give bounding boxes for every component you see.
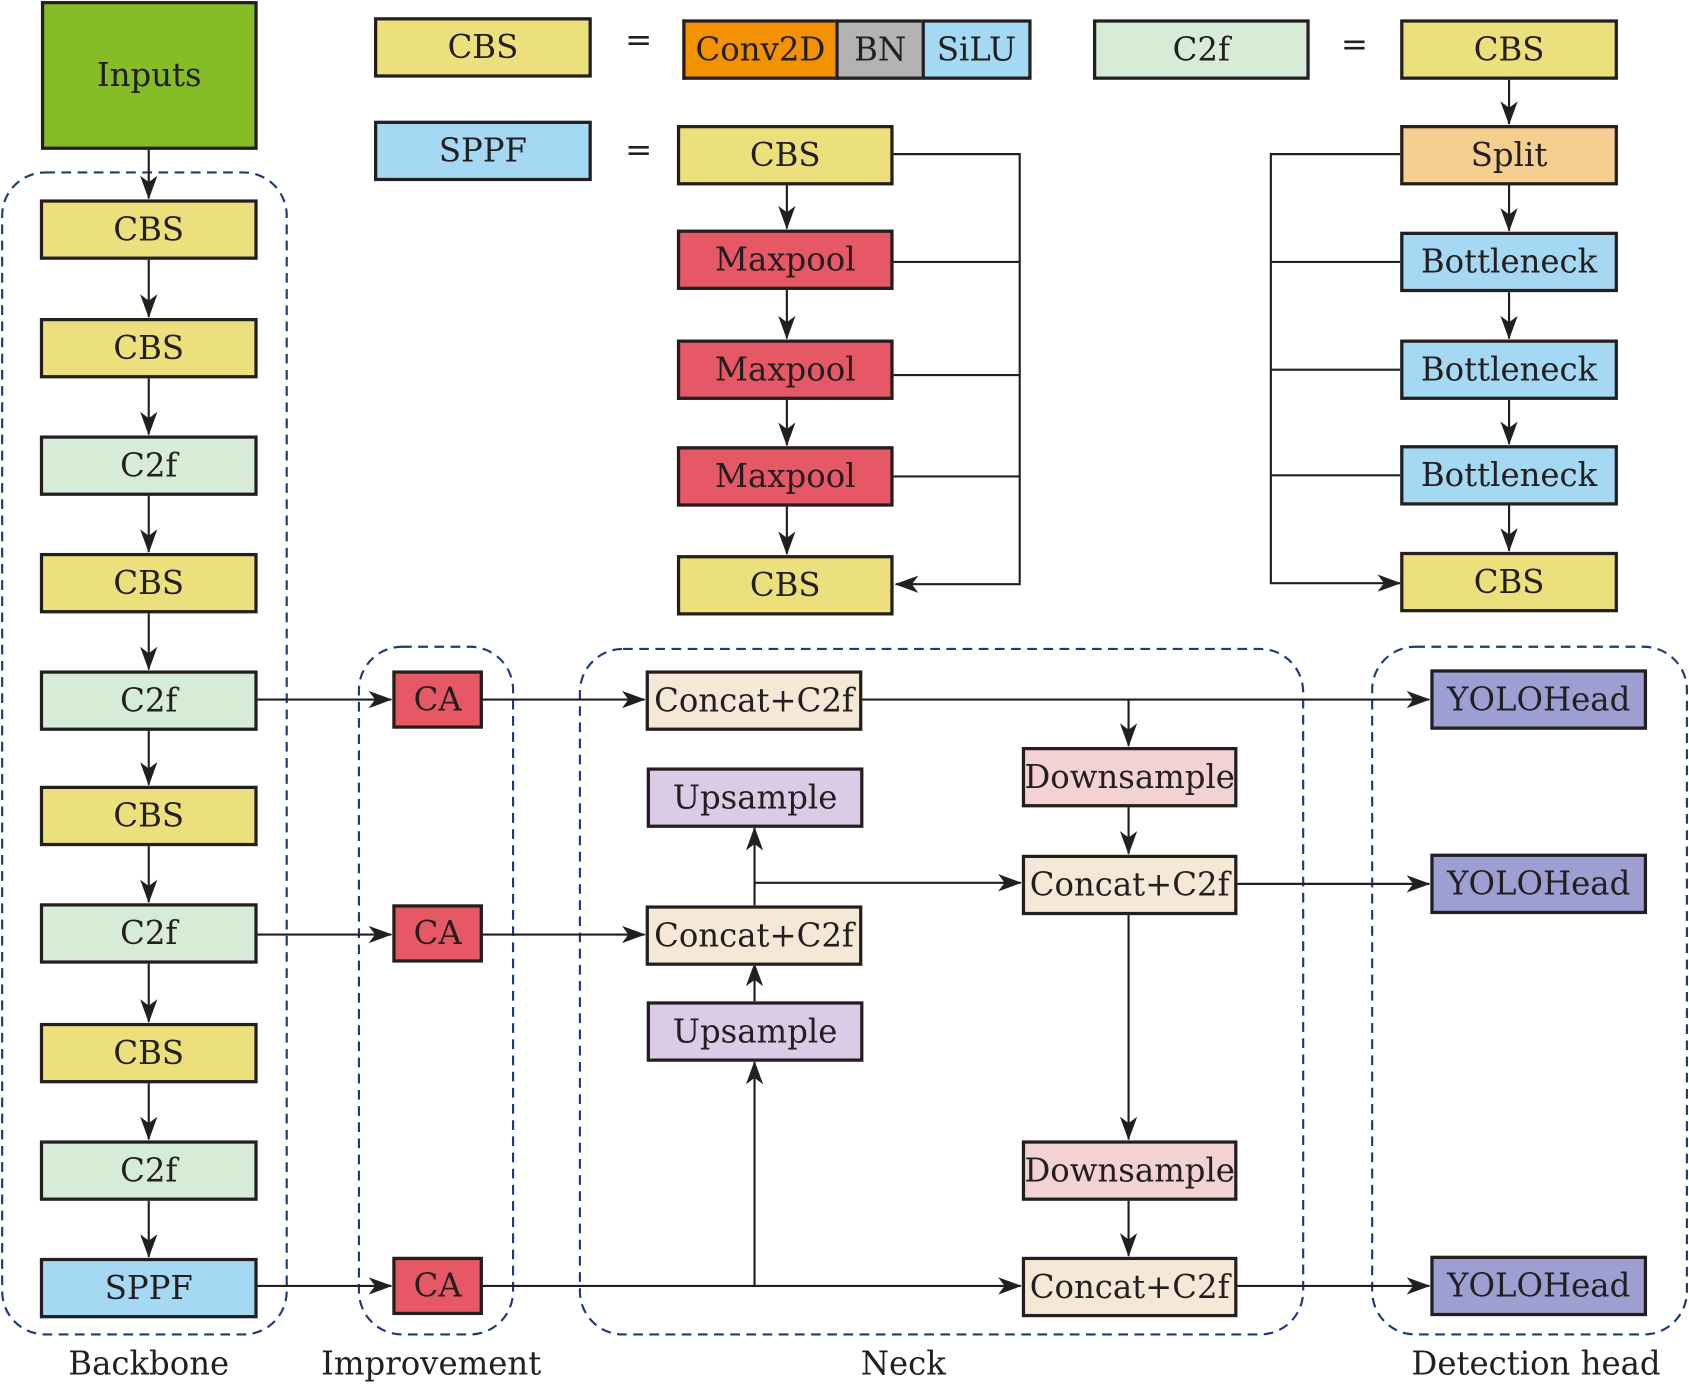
yolohead-3: YOLOHead (1430, 1255, 1648, 1317)
backbone-label: Backbone (68, 1345, 230, 1383)
neck-downsample-top: Downsample (1021, 746, 1238, 808)
sppf-def-cbs-top: CBS (676, 125, 894, 186)
c2f-def-cbs-bottom: CBS (1400, 551, 1618, 613)
improvement-label: Improvement (321, 1345, 542, 1383)
legend-sppf: SPPF (374, 120, 592, 182)
ca-block-1: CA (392, 670, 483, 729)
sppf-def-cbs-bottom: CBS (676, 555, 894, 616)
legend-cbs-equals: = (625, 21, 653, 60)
neck-concat-c2f-right-mid: Concat+C2f (1021, 854, 1238, 916)
backbone-c2f-4: C2f (39, 1140, 258, 1201)
legend-sppf-equals: = (625, 131, 653, 170)
inputs-block: Inputs (40, 1, 258, 150)
backbone-cbs-5: CBS (39, 1022, 258, 1084)
legend-cbs: CBS (374, 17, 592, 78)
ca-block-2: CA (392, 904, 483, 963)
legend-c2f-equals: = (1340, 25, 1369, 64)
neck-downsample-bottom: Downsample (1021, 1140, 1238, 1201)
c2f-def-bottleneck-2: Bottleneck (1400, 339, 1618, 400)
legend-bn: BN (835, 19, 922, 80)
head-group-outline (1371, 645, 1688, 1336)
yolohead-1: YOLOHead (1430, 669, 1648, 730)
neck-concat-c2f-right-bot: Concat+C2f (1021, 1256, 1238, 1318)
backbone-sppf: SPPF (39, 1257, 258, 1319)
backbone-cbs-2: CBS (39, 317, 258, 379)
neck-concat-c2f-mid: Concat+C2f (645, 905, 863, 966)
c2f-def-cbs-top: CBS (1400, 19, 1618, 80)
sppf-skip-bus (893, 153, 1021, 593)
sppf-def-maxpool-3: Maxpool (676, 446, 894, 507)
neck-label: Neck (860, 1345, 946, 1383)
c2f-def-bottleneck-3: Bottleneck (1400, 445, 1618, 506)
improvement-group-outline (357, 645, 515, 1336)
backbone-cbs-1: CBS (39, 199, 258, 260)
detection-head-label: Detection head (1411, 1345, 1661, 1383)
backbone-c2f-1: C2f (39, 435, 258, 496)
c2f-def-bottleneck-1: Bottleneck (1400, 231, 1618, 293)
backbone-group-outline (1, 171, 288, 1336)
backbone-c2f-3: C2f (39, 903, 258, 964)
backbone-cbs-4: CBS (39, 785, 258, 847)
sppf-def-maxpool-2: Maxpool (676, 339, 894, 400)
legend-c2f: C2f (1092, 19, 1310, 80)
neck-concat-c2f-top: Concat+C2f (645, 670, 863, 731)
neck-group-outline (578, 647, 1305, 1336)
backbone-cbs-3: CBS (39, 552, 258, 614)
sppf-def-maxpool-1: Maxpool (676, 229, 894, 290)
ca-block-3: CA (392, 1256, 483, 1316)
legend-silu: SiLU (921, 19, 1032, 80)
legend-conv2d: Conv2D (682, 19, 836, 80)
neck-upsample-bottom: Upsample (646, 1001, 864, 1062)
yolohead-2: YOLOHead (1430, 853, 1648, 915)
neck-upsample-top: Upsample (646, 767, 864, 828)
backbone-c2f-2: C2f (39, 670, 258, 731)
c2f-def-split: Split (1400, 125, 1618, 186)
